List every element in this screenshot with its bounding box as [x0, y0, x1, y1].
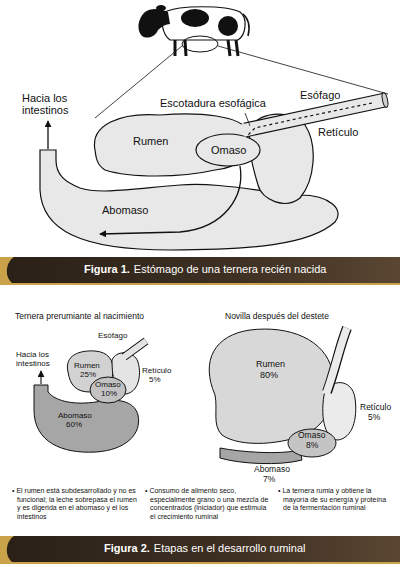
part-label: Hacia los intestinos	[22, 92, 74, 116]
caption-text: Etapas en el desarrollo ruminal	[154, 542, 306, 555]
caption-text: Estómago de una ternera recién nacida	[134, 263, 327, 276]
percent-label: 10%	[101, 389, 117, 398]
caption-accent	[0, 283, 400, 285]
percent-label: 7%	[263, 475, 275, 485]
caption-bar	[0, 257, 400, 283]
rumen-shape	[209, 329, 334, 443]
calf-drawing	[95, 5, 388, 118]
calf-patch	[218, 16, 238, 36]
part-label: Rumen	[256, 359, 285, 369]
bullet-note: • Consumo de alimento seco, especialment…	[145, 487, 270, 521]
calf-patch	[181, 9, 209, 27]
caption-accent	[0, 562, 400, 564]
prerumiant-stomach	[34, 341, 146, 452]
abomasum-shape	[220, 448, 302, 464]
part-label: Retículo	[318, 126, 358, 139]
caption-number: Figura 1.	[84, 263, 130, 276]
calf-ear	[156, 5, 166, 11]
stage-title: Novilla después del destete	[225, 312, 329, 322]
bullet-note: • El rumen está subdesarrollado y no es …	[12, 487, 137, 521]
omasum-shape	[196, 134, 260, 166]
calf-leg	[174, 40, 177, 56]
percent-label: 80%	[260, 370, 278, 380]
part-label: Omaso	[298, 431, 325, 441]
percent-label: 5%	[368, 413, 380, 423]
calf-leg	[236, 40, 238, 56]
flow-arrow	[40, 371, 41, 384]
leader-line	[245, 113, 250, 126]
caption-bar	[0, 536, 400, 562]
percent-label: 60%	[66, 420, 82, 429]
percent-label: 25%	[80, 370, 96, 379]
heifer-stomach	[209, 328, 356, 464]
esophagus-tube	[122, 341, 146, 359]
part-label: Omaso	[95, 380, 121, 389]
part-label: Omaso	[211, 144, 246, 157]
calf-tail	[243, 14, 249, 36]
caption-accent	[0, 536, 14, 562]
rumen-shape	[94, 114, 251, 176]
part-label: Rumen	[133, 135, 168, 148]
part-label: Abomaso	[254, 465, 290, 475]
omasum-shape	[288, 429, 336, 457]
part-label: Retículo	[142, 366, 171, 375]
caption-accent	[0, 257, 14, 283]
zoom-line	[218, 46, 388, 94]
part-label: Esófago	[300, 89, 340, 102]
calf-body	[162, 7, 245, 40]
part-label: Escotadura esofágica	[160, 97, 266, 110]
calf-leg	[228, 40, 230, 56]
part-label: Abomaso	[102, 204, 148, 217]
percent-label: 8%	[306, 441, 318, 451]
part-label: Hacia los intestinos	[16, 350, 56, 368]
calf-head	[138, 9, 170, 38]
esophagus-end	[381, 92, 389, 108]
part-label: Esófago	[98, 331, 127, 340]
flow-arrow	[100, 166, 241, 234]
zoom-circle	[182, 36, 218, 52]
part-label: Abomaso	[58, 411, 92, 420]
omasum-shape	[90, 377, 126, 403]
caption-number: Figura 2.	[104, 542, 150, 555]
esophagus-tube	[326, 328, 347, 394]
newborn-stomach	[40, 92, 389, 250]
bullet-note: • La ternera rumia y obtiene la mayoría …	[278, 487, 393, 513]
flow-arrow	[47, 121, 48, 149]
part-label: Rumen	[74, 361, 100, 370]
stage-title: Ternera prerumiante al nacimiento	[15, 312, 144, 322]
part-label: Retículo	[360, 403, 391, 413]
percent-label: 5%	[149, 375, 161, 384]
